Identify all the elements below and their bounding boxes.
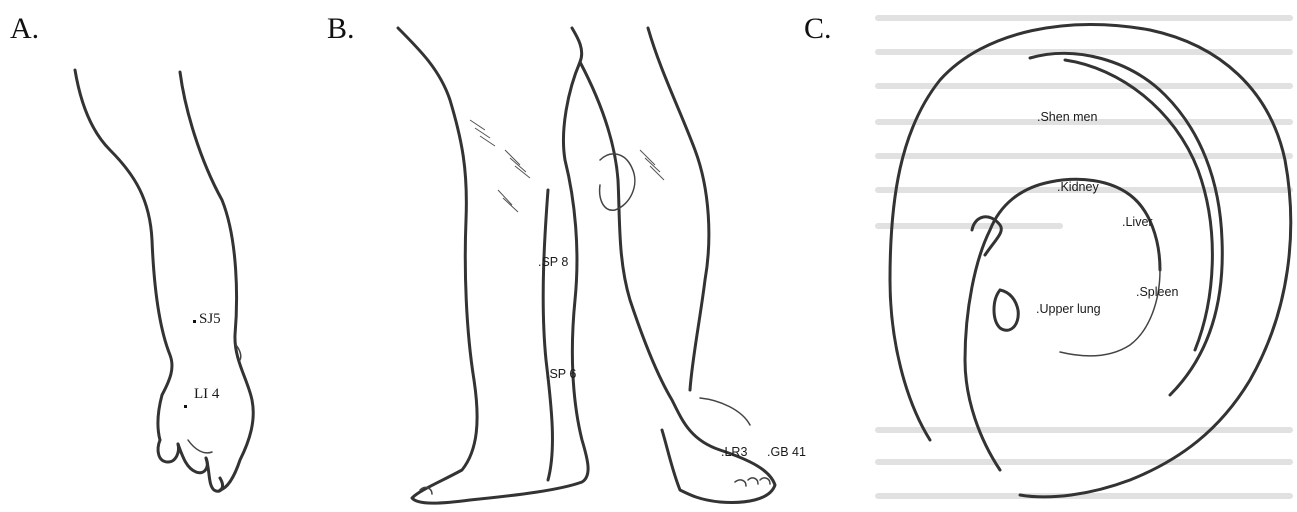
point-sj5-label: SJ5 [199, 312, 221, 327]
legs-drawing [398, 28, 775, 503]
ear-drawing [890, 24, 1291, 496]
point-kidney-label: .Kidney [1057, 181, 1099, 194]
point-li4-marker [184, 405, 187, 408]
background-text-ghost [878, 18, 1290, 496]
point-shen-men-label: .Shen men [1037, 111, 1097, 124]
point-sj5-marker [193, 320, 196, 323]
point-lr3-label: .LR3 [721, 446, 747, 459]
panel-c-letter: C. [804, 14, 832, 44]
point-li4-label: LI 4 [194, 387, 219, 402]
panel-a-letter: A. [10, 14, 39, 44]
point-upper-lung-label: .Upper lung [1036, 303, 1101, 316]
point-gb41-label: .GB 41 [767, 446, 806, 459]
point-liver-label: .Liver [1122, 216, 1153, 229]
panel-b-letter: B. [327, 14, 355, 44]
arm-drawing [75, 70, 253, 491]
point-spleen-label: .Spleen [1136, 286, 1178, 299]
point-sp8-label: .SP 8 [538, 256, 568, 269]
point-sp6-label: .SP 6 [546, 368, 576, 381]
